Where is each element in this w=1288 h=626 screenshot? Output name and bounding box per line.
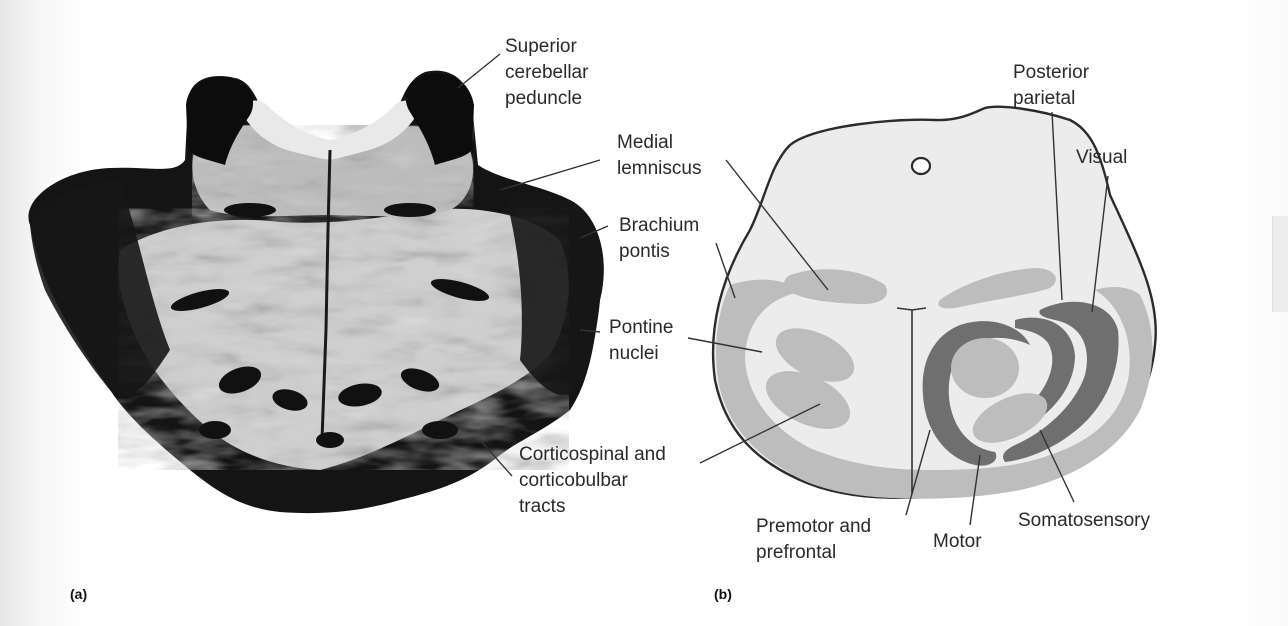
panel-label-a: (a)	[70, 586, 87, 602]
label-brachium-pontis: Brachium pontis	[619, 215, 705, 262]
label-visual: Visual	[1076, 147, 1127, 168]
label-motor: Motor	[933, 531, 982, 552]
somatosensory-upper	[951, 338, 1019, 398]
label-premotor-prefrontal: Premotor and prefrontal	[756, 516, 876, 563]
label-pontine-nuclei: Pontine nuclei	[609, 317, 679, 364]
panel-label-b: (b)	[714, 586, 732, 602]
central-canal	[912, 158, 930, 174]
label-posterior-parietal: Posterior parietal	[1013, 62, 1094, 109]
label-superior-cerebellar-peduncle: Superior cerebellar peduncle	[505, 36, 594, 109]
label-medial-lemniscus: Medial lemniscus	[617, 132, 701, 179]
histology-section	[28, 71, 603, 513]
scroll-edge-tab[interactable]	[1272, 216, 1288, 312]
label-corticospinal-tracts: Corticospinal and corticobulbar tracts	[519, 444, 671, 517]
label-somatosensory: Somatosensory	[1018, 510, 1151, 531]
